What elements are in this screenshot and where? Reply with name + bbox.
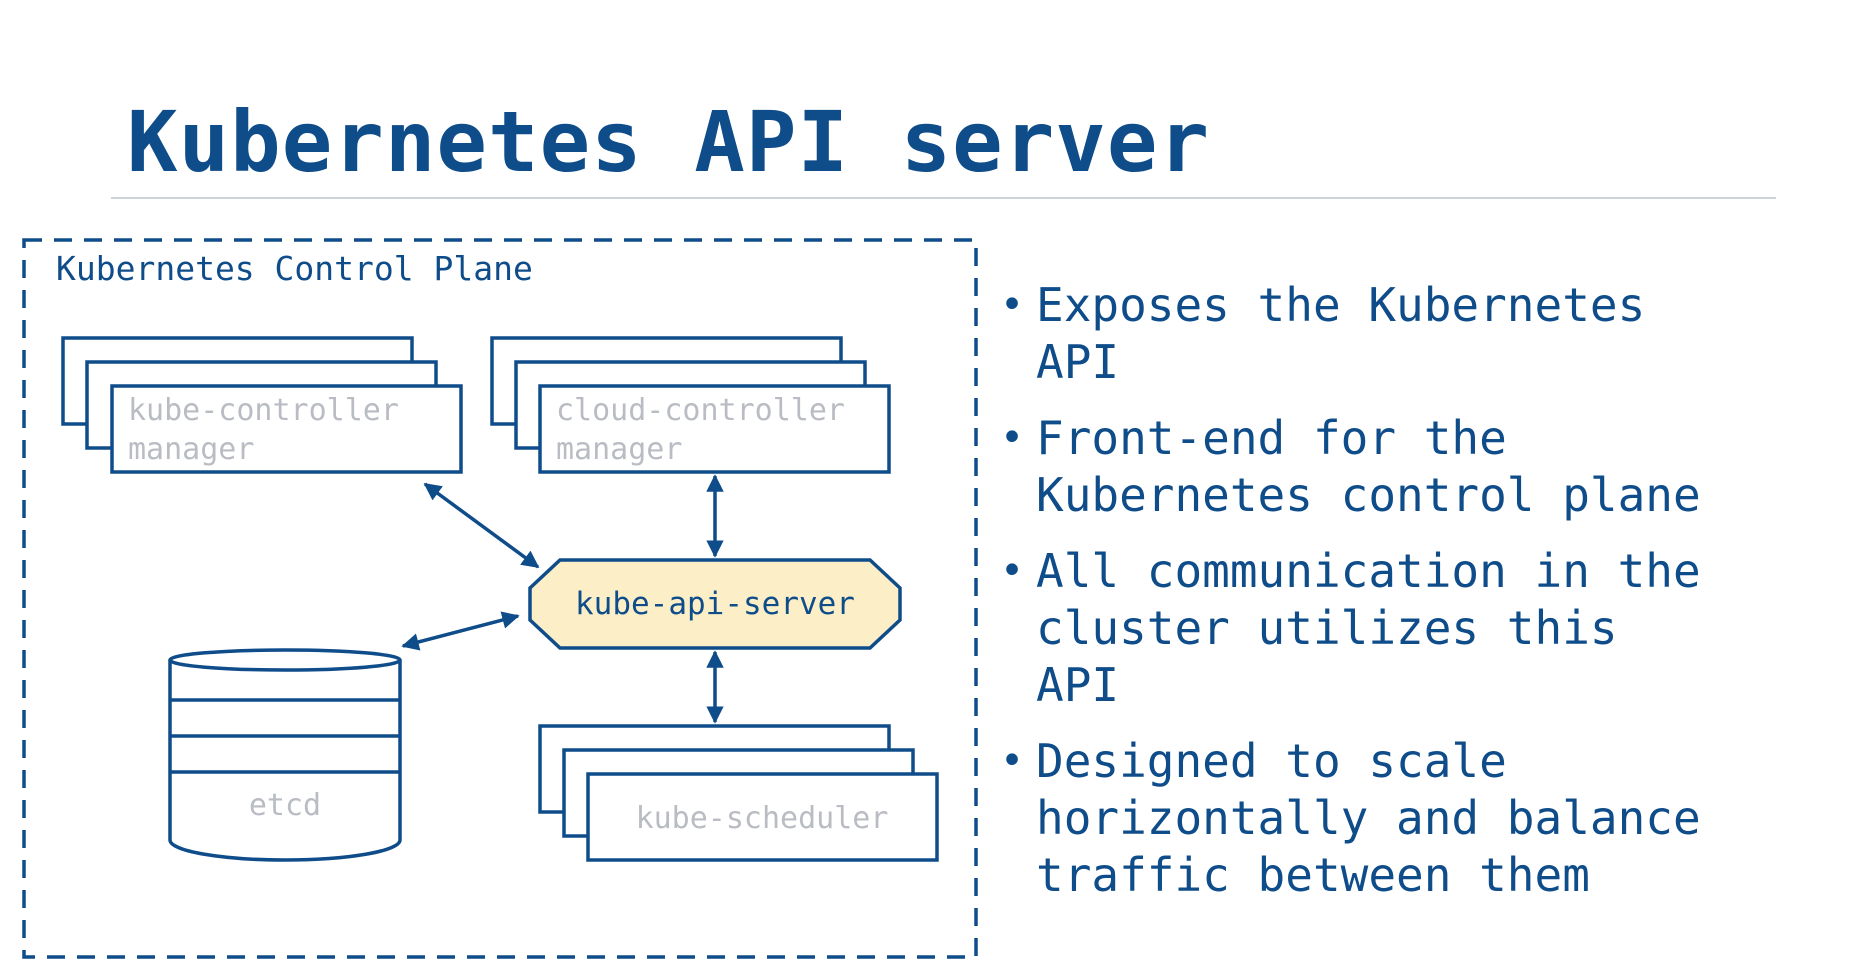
cloud-controller-manager-label-line2: manager [556,432,682,467]
bullet-dot: • [1000,415,1025,461]
bullet-list: • Exposes the Kubernetes API • Front-end… [994,277,1814,923]
bullet-line: Front-end for the [1036,411,1507,465]
bullet-line: Kubernetes control plane [1036,468,1701,522]
kube-scheduler-label: kube-scheduler [636,801,889,836]
bullet-line: API [1036,335,1120,389]
bullet-line: API [1036,658,1120,712]
bullet-item: • Designed to scale horizontally and bal… [994,733,1814,904]
kube-api-server: kube-api-server [528,558,902,650]
cloud-controller-manager: cloud-controller manager [490,336,891,474]
bullet-line: Designed to scale [1036,734,1507,788]
bullet-dot: • [1000,282,1025,328]
etcd-database: etcd [168,648,402,862]
control-plane-diagram: Kubernetes Control Plane kube-controller… [22,238,978,959]
arrow-controller-to-api [423,482,540,569]
kube-controller-manager-label-line2: manager [128,432,254,467]
bullet-line: All communication in the [1036,544,1701,598]
bullet-item: • Front-end for the Kubernetes control p… [994,410,1814,524]
control-plane-label: Kubernetes Control Plane [56,249,533,288]
arrow-etcd-to-api [401,611,520,651]
bullet-line: cluster utilizes this [1036,601,1618,655]
etcd-label: etcd [249,788,321,823]
kube-controller-manager-label-line1: kube-controller [128,393,399,428]
bullet-line: horizontally and balance [1036,791,1701,845]
bullet-line: traffic between them [1036,848,1590,902]
slide-title: Kubernetes API server [127,93,1211,191]
bullet-item: • Exposes the Kubernetes API [994,277,1814,391]
kube-controller-manager: kube-controller manager [61,336,463,474]
kube-api-server-label: kube-api-server [575,586,855,622]
kube-scheduler: kube-scheduler [538,724,939,862]
control-plane-boundary [22,238,978,959]
cloud-controller-manager-label-line1: cloud-controller [556,393,845,428]
bullet-line: Exposes the Kubernetes [1036,278,1646,332]
bullet-item: • All communication in the cluster utili… [994,543,1814,714]
title-divider [111,197,1776,199]
bullet-dot: • [1000,738,1025,784]
bullet-dot: • [1000,548,1025,594]
